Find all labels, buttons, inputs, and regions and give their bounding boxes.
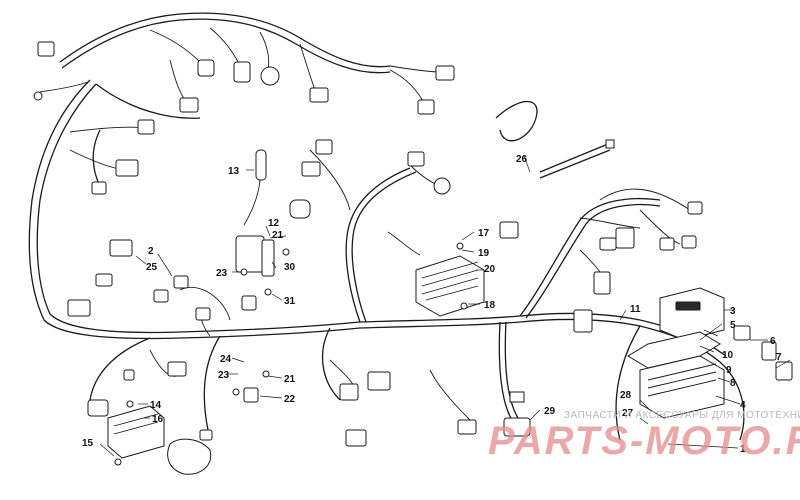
cable-ties xyxy=(495,101,615,179)
callout-28: 28 xyxy=(620,390,632,401)
watermark-brand: PARTS-MOTO.RU xyxy=(488,419,800,463)
callout-18: 18 xyxy=(484,300,496,311)
watermark: ЗАПЧАСТИ И АКСЕССУАРЫ ДЛЯ МОТОТЕХНИКИ PA… xyxy=(488,410,800,463)
connectors xyxy=(33,41,703,447)
callout-23a: 23 xyxy=(216,268,228,279)
harness-branches xyxy=(39,27,691,421)
callout-24: 24 xyxy=(220,354,232,365)
callout-16: 16 xyxy=(152,414,164,425)
callout-5: 5 xyxy=(730,320,736,331)
terminal-bracket xyxy=(87,399,212,475)
callout-23b: 23 xyxy=(218,370,230,381)
callout-4: 4 xyxy=(740,400,746,411)
callout-17: 17 xyxy=(478,228,490,239)
fasteners xyxy=(114,242,468,466)
callout-30: 30 xyxy=(284,262,296,273)
callout-3: 3 xyxy=(730,306,736,317)
callout-21a: 21 xyxy=(272,230,284,241)
callout-19: 19 xyxy=(478,248,490,259)
callout-1: 1 xyxy=(740,444,746,455)
callout-22: 22 xyxy=(284,394,296,405)
callout-7: 7 xyxy=(776,352,782,363)
callout-labels: 1 2 3 4 5 6 7 8 9 10 11 12 13 14 15 16 1… xyxy=(82,154,782,455)
watermark-tagline: ЗАПЧАСТИ И АКСЕССУАРЫ ДЛЯ МОТОТЕХНИКИ xyxy=(564,410,800,421)
callout-2: 2 xyxy=(148,246,154,257)
voltage-regulator xyxy=(415,255,485,317)
connector-29 xyxy=(503,391,531,437)
callout-15: 15 xyxy=(82,438,94,449)
callout-25: 25 xyxy=(146,262,158,273)
callout-21b: 21 xyxy=(284,374,296,385)
callout-26: 26 xyxy=(516,154,528,165)
callout-29: 29 xyxy=(544,406,556,417)
callout-8: 8 xyxy=(730,378,736,389)
relays xyxy=(733,325,793,381)
callout-14: 14 xyxy=(150,400,162,411)
callout-13: 13 xyxy=(228,166,240,177)
callout-9: 9 xyxy=(726,365,732,376)
callout-20: 20 xyxy=(484,264,496,275)
callout-11: 11 xyxy=(630,304,641,315)
fuse-relay-block xyxy=(627,287,725,419)
callout-6: 6 xyxy=(770,336,776,347)
harness-trunk xyxy=(28,12,745,441)
callout-12: 12 xyxy=(268,218,280,229)
ignition-coil xyxy=(235,149,275,277)
leader-lines xyxy=(99,155,791,457)
callout-10: 10 xyxy=(722,350,734,361)
callout-27: 27 xyxy=(622,408,634,419)
callout-31: 31 xyxy=(284,296,296,307)
